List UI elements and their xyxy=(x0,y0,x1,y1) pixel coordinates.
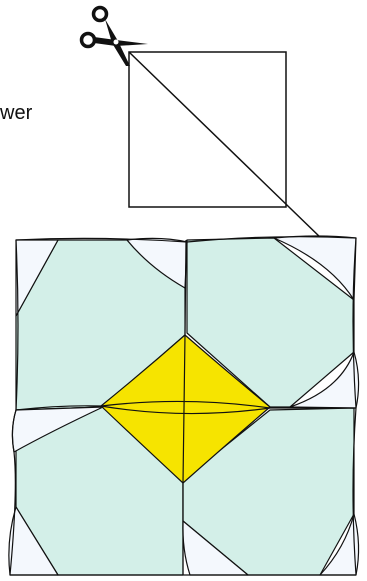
scissors-icon xyxy=(79,5,148,66)
octagon-top-right xyxy=(186,237,355,408)
quilt-block xyxy=(8,235,360,576)
caption-fragment: wer xyxy=(0,102,33,124)
corner-triangle xyxy=(15,239,59,317)
corner-triangle xyxy=(289,351,360,409)
block-outline xyxy=(9,236,357,576)
horizontal-seam xyxy=(15,400,356,411)
cut-square xyxy=(128,51,323,240)
diagonal-cut-line xyxy=(128,51,323,240)
square-outline xyxy=(128,51,287,208)
vertical-seam xyxy=(182,239,187,575)
diamond-seam-curve xyxy=(100,405,271,415)
